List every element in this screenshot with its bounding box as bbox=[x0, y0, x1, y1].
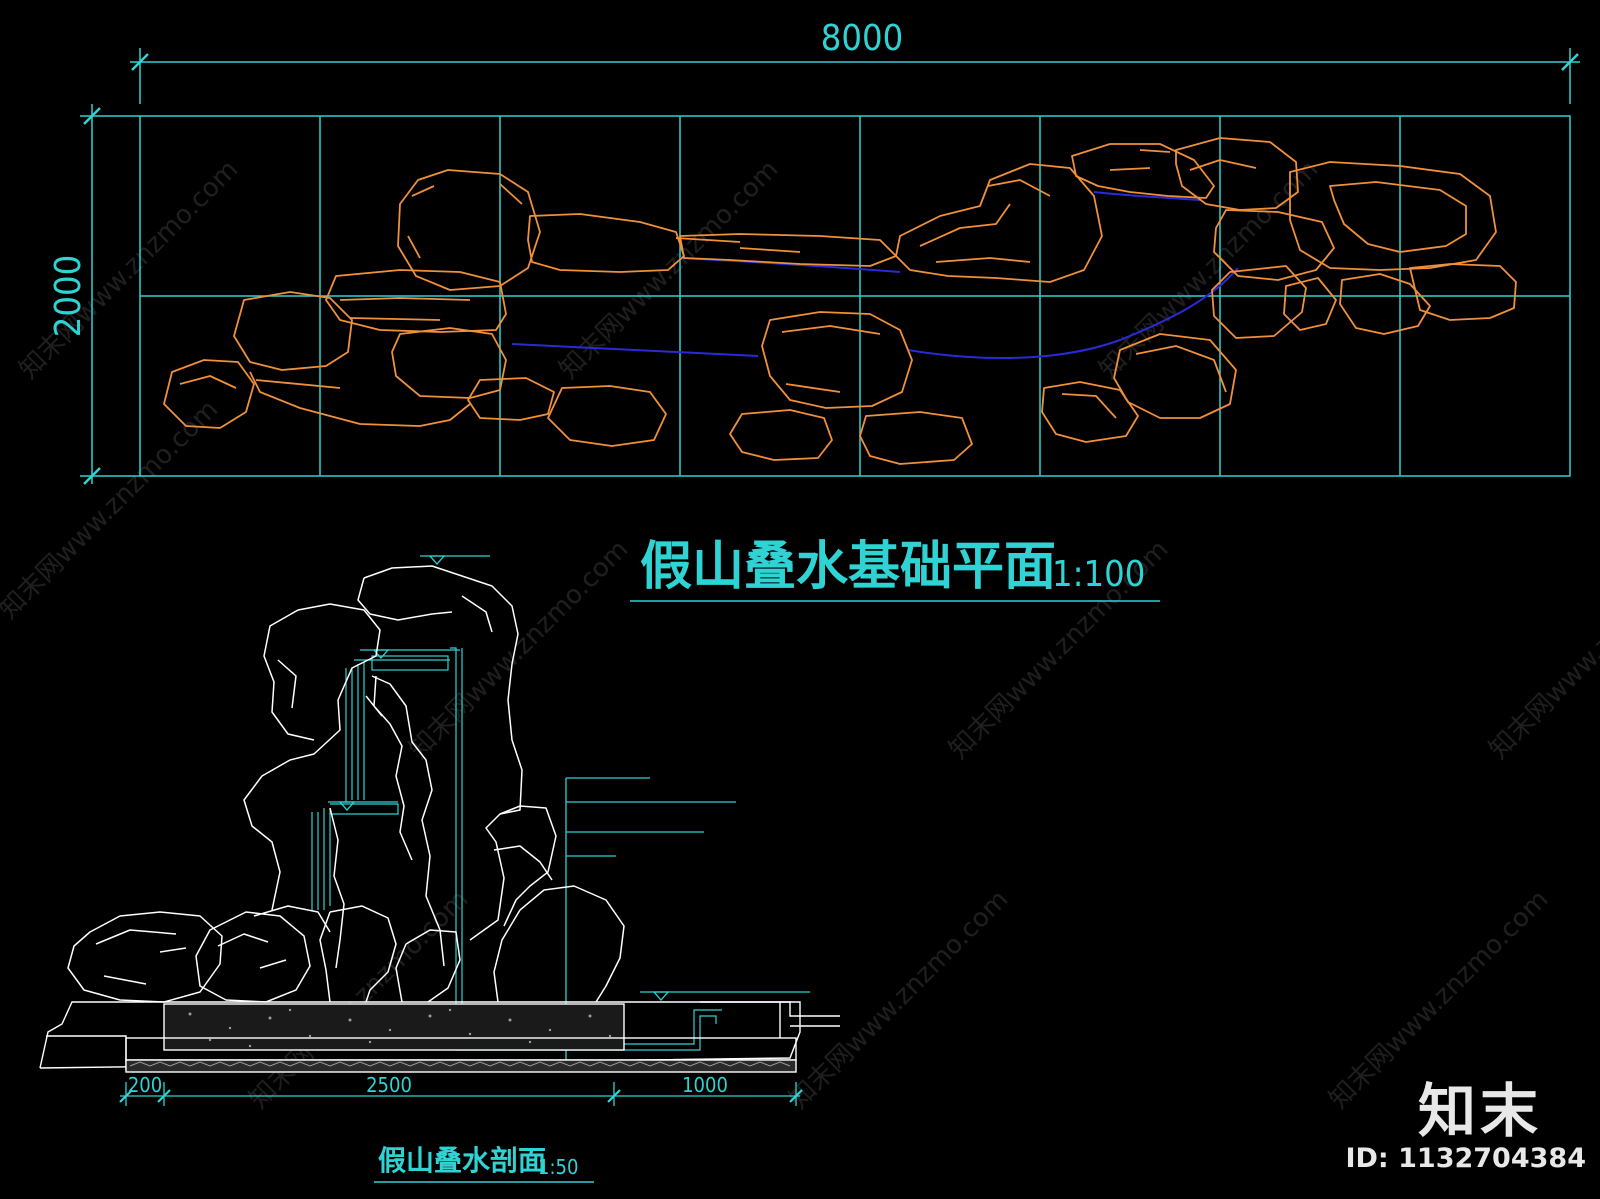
watermark-layer: 知末网www.znzmo.com 知末网www.znzmo.com 知末网www… bbox=[0, 154, 1600, 1115]
asset-id: ID: 1132704384 bbox=[1345, 1143, 1586, 1174]
concrete-hatch bbox=[188, 1008, 612, 1048]
waterfall-and-pipe bbox=[311, 647, 722, 1051]
brand-logo: 知末 bbox=[1417, 1077, 1542, 1145]
section-dim-1000: 1000 bbox=[682, 1073, 728, 1097]
plan-height-label: 2000 bbox=[48, 255, 89, 337]
foundation bbox=[39, 1001, 840, 1073]
section-dim-2500: 2500 bbox=[366, 1073, 412, 1097]
plan-scale: 1:100 bbox=[1052, 554, 1145, 595]
plan-title: 假山叠水基础平面 bbox=[640, 537, 1056, 597]
watermark-text: 知末网www.znzmo.com bbox=[1484, 534, 1600, 765]
plan-width-label: 8000 bbox=[821, 18, 903, 59]
rocks-plan bbox=[163, 137, 1517, 465]
watermark-text: 知末网www.znzmo.com bbox=[0, 394, 224, 625]
top-basin bbox=[371, 655, 449, 671]
section-dim-200: 200 bbox=[128, 1073, 162, 1097]
rocks-section bbox=[67, 565, 625, 1003]
section-title-group: 假山叠水剖面 1:50 bbox=[374, 1144, 594, 1183]
watermark-text: 知末网www.znzmo.com bbox=[784, 884, 1015, 1115]
section-dimension-line bbox=[119, 1082, 803, 1106]
plan-title-group: 假山叠水基础平面 1:100 bbox=[630, 537, 1160, 602]
section-title: 假山叠水剖面 bbox=[378, 1144, 546, 1177]
concrete-slab bbox=[163, 1003, 625, 1051]
section-scale: 1:50 bbox=[538, 1155, 578, 1179]
watermark-text: 知末网www.znzmo.com bbox=[244, 884, 475, 1115]
gravel-bed bbox=[125, 1059, 797, 1073]
rubble-hatch bbox=[129, 1061, 791, 1067]
